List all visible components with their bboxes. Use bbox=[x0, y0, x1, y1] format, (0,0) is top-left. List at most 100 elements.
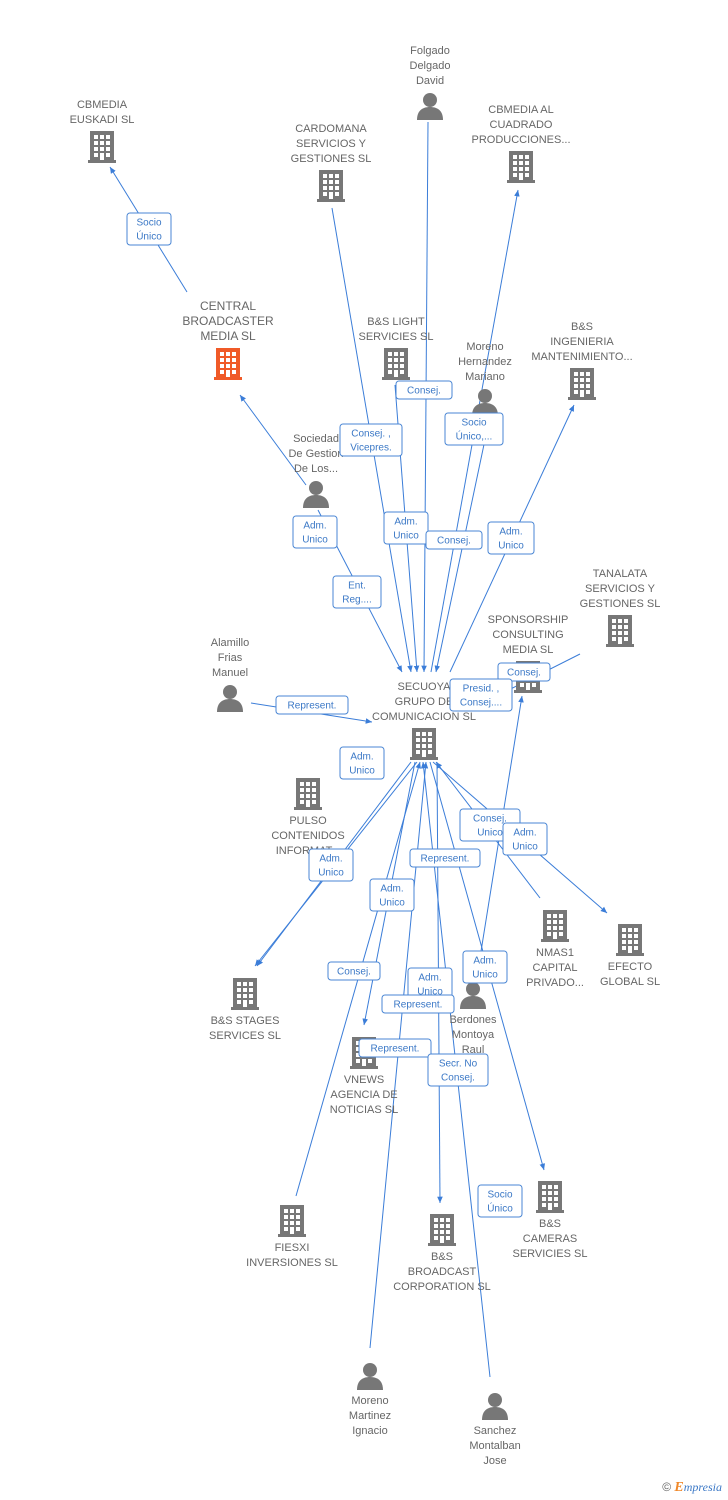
node-label-line: PRIVADO... bbox=[526, 977, 584, 989]
node-label-line: CARDOMANA bbox=[295, 123, 367, 135]
relation-badge-r19[interactable]: Consej. bbox=[327, 961, 381, 981]
relation-label: Vicepres. bbox=[350, 443, 392, 454]
person-icon bbox=[303, 481, 329, 508]
relation-badge-r23[interactable]: Represent. bbox=[358, 1038, 432, 1058]
relation-label: Unico bbox=[512, 842, 538, 853]
relation-badge-r16[interactable]: Represent. bbox=[409, 848, 481, 868]
relation-label: Consej. bbox=[473, 814, 507, 825]
relation-label: Adm. bbox=[513, 828, 536, 839]
relation-label: Represent. bbox=[394, 1000, 443, 1011]
relation-badge-r21[interactable]: Adm.Unico bbox=[407, 967, 453, 1001]
relation-label: Consej. bbox=[507, 668, 541, 679]
empresia-logo[interactable]: © Empresia bbox=[662, 1480, 722, 1496]
relation-badge-box bbox=[327, 961, 381, 981]
relation-label: Adm. bbox=[303, 521, 326, 532]
node-label-line: MANTENIMIENTO... bbox=[531, 351, 632, 363]
node-label-line: CONSULTING bbox=[492, 629, 563, 641]
relation-badge-box bbox=[425, 530, 483, 550]
node-bs_ingenieria[interactable]: B&SINGENIERIAMANTENIMIENTO... bbox=[531, 321, 633, 400]
node-label-line: De Los... bbox=[294, 463, 338, 475]
copyright-symbol: © bbox=[662, 1480, 672, 1494]
node-label-line: GESTIONES SL bbox=[580, 598, 661, 610]
relation-badge-r10[interactable]: Consej. bbox=[497, 662, 551, 682]
relation-badge-r15[interactable]: Adm. Unico bbox=[502, 822, 548, 856]
relation-badge-r11[interactable]: Presid. ,Consej.... bbox=[449, 678, 513, 712]
node-bs_stages[interactable]: B&S STAGES SERVICES SL bbox=[209, 978, 281, 1042]
node-cbmedia_cuadrado[interactable]: CBMEDIA ALCUADRADOPRODUCCIONES... bbox=[471, 104, 571, 183]
relation-badge-r12[interactable]: Represent. bbox=[275, 695, 349, 715]
relation-badge-r9[interactable]: Ent.Reg.... bbox=[332, 575, 382, 609]
relation-badge-r17[interactable]: Adm.Unico bbox=[308, 848, 354, 882]
relation-badge-box bbox=[126, 212, 172, 246]
node-label-line: CONTENIDOS bbox=[271, 830, 344, 842]
node-label-line: SPONSORSHIP bbox=[488, 614, 569, 626]
relation-badge-r3[interactable]: Consej. ,Vicepres. bbox=[339, 423, 403, 457]
person-icon bbox=[460, 982, 486, 1009]
building-icon bbox=[616, 924, 644, 956]
relation-badge-r8[interactable]: Adm.Unico bbox=[487, 521, 535, 555]
relation-badge-box bbox=[358, 1038, 432, 1058]
building-icon bbox=[507, 151, 535, 183]
relation-label: Consej. bbox=[407, 386, 441, 397]
relation-badge-r18[interactable]: Adm.Unico bbox=[369, 878, 415, 912]
relation-badge-box bbox=[332, 575, 382, 609]
node-label-line: CAPITAL bbox=[532, 962, 577, 974]
node-label-line: Montalban bbox=[469, 1440, 520, 1452]
node-label-line: NMAS1 bbox=[536, 947, 574, 959]
relation-badge-r2[interactable]: Consej. bbox=[395, 380, 453, 400]
node-pulso[interactable]: PULSOCONTENIDOSINFORMAT... bbox=[271, 778, 345, 857]
node-label-line: PRODUCCIONES... bbox=[471, 134, 570, 146]
person-icon bbox=[357, 1363, 383, 1390]
node-label-line: FIESXI bbox=[275, 1242, 310, 1254]
node-label-line: Ignacio bbox=[352, 1425, 387, 1437]
building-icon bbox=[294, 778, 322, 810]
building-icon bbox=[428, 1214, 456, 1246]
node-label-line: AGENCIA DE bbox=[330, 1089, 397, 1101]
relation-badge-r22[interactable]: Represent. bbox=[381, 994, 455, 1014]
relation-label: Unico bbox=[349, 766, 375, 777]
relation-badge-r7[interactable]: Consej. bbox=[425, 530, 483, 550]
node-label-line: GLOBAL SL bbox=[600, 976, 660, 988]
node-label-line: Delgado bbox=[410, 60, 451, 72]
relation-badge-r5[interactable]: Adm.Unico bbox=[292, 515, 338, 549]
relation-label: Único bbox=[487, 1202, 513, 1215]
node-label-line: SERVICIES SL bbox=[359, 331, 434, 343]
relation-badge-r13[interactable]: Adm.Unico bbox=[339, 746, 385, 780]
node-label-line: Moreno bbox=[466, 341, 503, 353]
node-label-line: VNEWS bbox=[344, 1074, 384, 1086]
node-label-line: B&S STAGES bbox=[211, 1015, 280, 1027]
relation-badge-box bbox=[275, 695, 349, 715]
node-label-line: SERVICES SL bbox=[209, 1030, 281, 1042]
relation-label: Secr. No bbox=[439, 1059, 478, 1070]
relation-badge-r20[interactable]: Adm.Unico bbox=[462, 950, 508, 984]
node-label-line: Frias bbox=[218, 652, 243, 664]
relation-badge-r4[interactable]: SocioÚnico,... bbox=[444, 412, 504, 446]
relation-badge-r6[interactable]: Adm.Unico bbox=[383, 511, 429, 545]
node-label-line: Folgado bbox=[410, 45, 450, 57]
person-icon bbox=[482, 1393, 508, 1420]
